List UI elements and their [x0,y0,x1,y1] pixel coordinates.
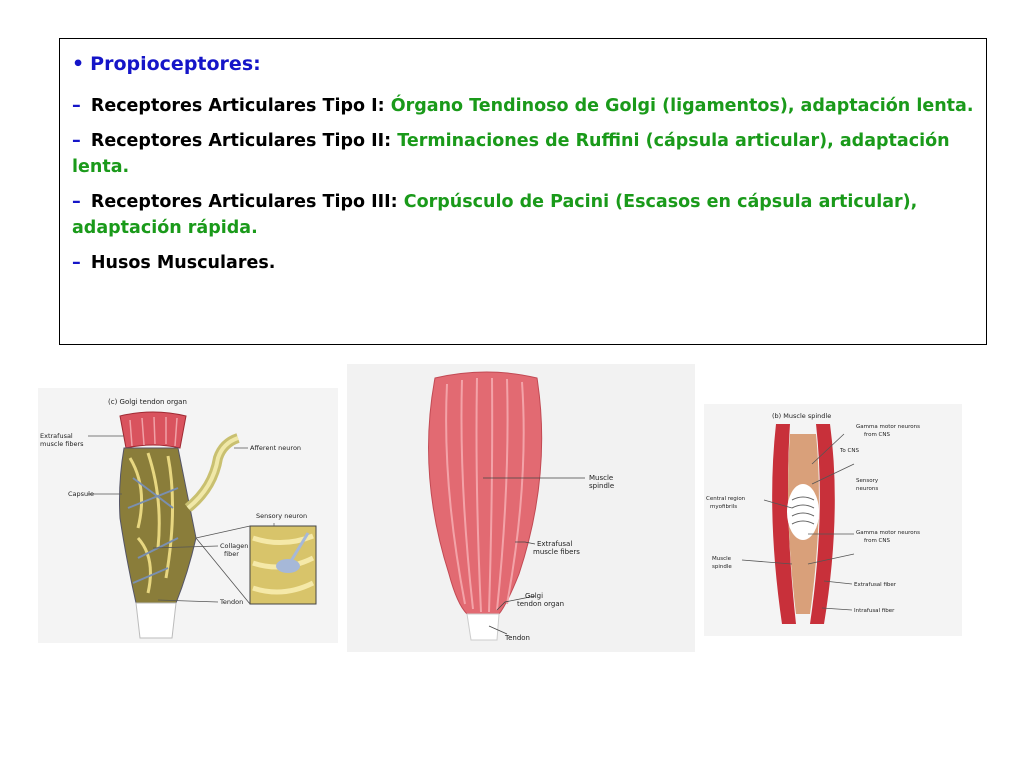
label-tendon: Tendon [219,598,243,606]
list-item: – Receptores Articulares Tipo II: Termin… [72,128,974,180]
label-myofibrils: myofibrils [710,504,737,510]
fig-title: (c) Golgi tendon organ [108,398,187,406]
item-detail: Órgano Tendinoso de Golgi (ligamentos), … [390,96,974,116]
list-item: – Receptores Articulares Tipo III: Corpú… [72,189,974,241]
label-central-region: Central region [706,496,746,502]
label-intrafusal-fiber: Intrafusal fiber [854,608,895,614]
label-sensory: Sensory [856,478,879,484]
label-to-cns: To CNS [839,448,859,454]
label-muscle: Muscle [589,474,613,482]
label-gamma-motor-2: Gamma motor neurons [856,530,920,536]
label-muscle-fibers: muscle fibers [533,548,580,556]
dash: – [72,96,81,116]
content-box: •Propioceptores: – Receptores Articulare… [59,38,987,345]
label-neurons: neurons [856,486,878,492]
label-muscle-fibers: muscle fibers [40,440,84,448]
item-detail: Corpúsculo de Pacini (Escasos en cápsula… [72,192,918,238]
item-label: Receptores Articulares Tipo III: [90,192,398,212]
item-label: Receptores Articulares Tipo II: [90,131,392,151]
label-collagen: Collagen [220,542,248,550]
label-extrafusal-fiber: Extrafusal fiber [854,582,897,588]
item-label: Husos Musculares. [90,253,276,273]
label-afferent-neuron: Afferent neuron [250,444,301,452]
dash: – [72,253,81,273]
dash: – [72,131,81,151]
label-from-cns-2: from CNS [864,538,891,544]
label-sensory-neuron: Sensory neuron [256,512,307,520]
label-spindle: spindle [589,482,614,490]
label-extrafusal: Extrafusal [537,540,572,548]
list-item: – Receptores Articulares Tipo I: Órgano … [72,93,974,119]
label-gamma-motor: Gamma motor neurons [856,424,920,430]
list-item: – Husos Musculares. [72,250,974,276]
dash: – [72,192,81,212]
golgi-tendon-organ-illustration: (c) Golgi tendon organ Extrafusal muscle… [38,388,338,643]
label-from-cns: from CNS [864,432,891,438]
label-collagen-fiber: fiber [224,550,239,558]
heading-text: Propioceptores: [90,53,261,75]
muscle-spindle-illustration: (b) Muscle spindle Gamma motor neurons f… [704,404,962,636]
label-capsule: Capsule [68,490,94,498]
label-tendon-organ: tendon organ [517,600,564,608]
label-tendon: Tendon [504,634,530,642]
label-muscle: Muscle [712,556,732,562]
label-spindle: spindle [712,564,732,570]
heading: •Propioceptores: [72,53,974,75]
bullet: • [72,53,85,75]
fig-title: (b) Muscle spindle [772,412,831,420]
item-label: Receptores Articulares Tipo I: [90,96,385,116]
label-extrafusal: Extrafusal [40,432,73,440]
label-golgi: Golgi [525,592,543,600]
muscle-illustration: Muscle spindle Extrafusal muscle fibers … [347,364,695,652]
item-detail: Terminaciones de Ruffini (cápsula articu… [72,131,950,177]
